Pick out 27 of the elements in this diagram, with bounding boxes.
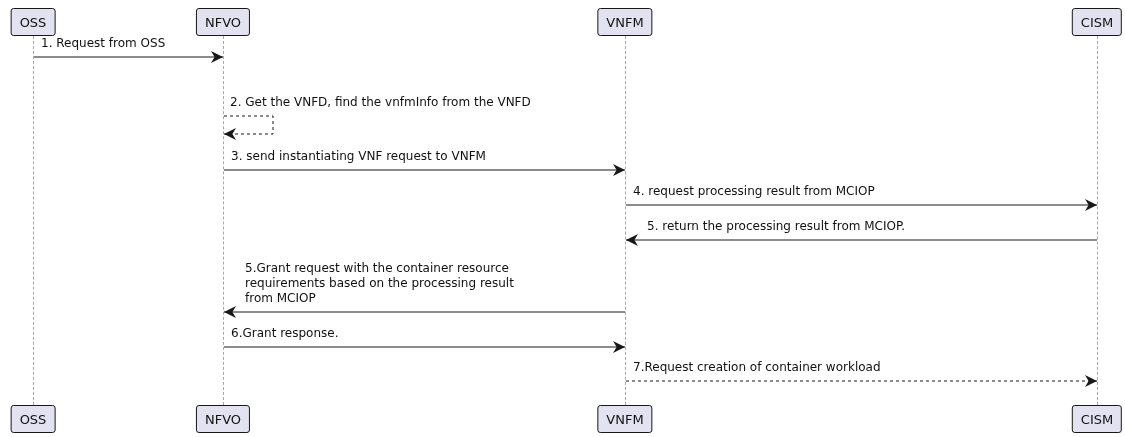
participant-box: NFVO	[195, 8, 251, 36]
edge-label: 6.Grant response.	[231, 326, 339, 341]
message-arrow	[223, 341, 626, 353]
message-arrow	[223, 164, 626, 176]
participant-box: CISM	[1071, 405, 1123, 433]
message-arrow	[33, 51, 224, 63]
edge-label: 3. send instantiating VNF request to VNFM	[231, 149, 486, 164]
edge-label: 7.Request creation of container workload	[633, 360, 881, 375]
lifeline	[1097, 36, 1098, 405]
edge-label: 1. Request from OSS	[41, 36, 166, 51]
participant-box: VNFM	[597, 8, 653, 36]
lifeline	[33, 36, 34, 405]
participant-box: NFVO	[195, 405, 251, 433]
message-arrow	[625, 199, 1098, 211]
participant-box: VNFM	[597, 405, 653, 433]
edge-label: 2. Get the VNFD, find the vnfmInfo from the VNFD	[230, 95, 531, 110]
message-arrow	[625, 234, 1098, 246]
message-arrow	[625, 375, 1098, 387]
edge-label: 5. return the processing result from MCIOP.	[647, 219, 906, 234]
lifeline	[625, 36, 626, 405]
participant-box: OSS	[10, 405, 56, 433]
participant-box: OSS	[10, 8, 56, 36]
edge-label: 4. request processing result from MCIOP	[633, 184, 875, 199]
message-arrow	[223, 115, 274, 140]
participant-box: CISM	[1071, 8, 1123, 36]
message-arrow	[223, 306, 626, 318]
lifeline	[223, 36, 224, 405]
